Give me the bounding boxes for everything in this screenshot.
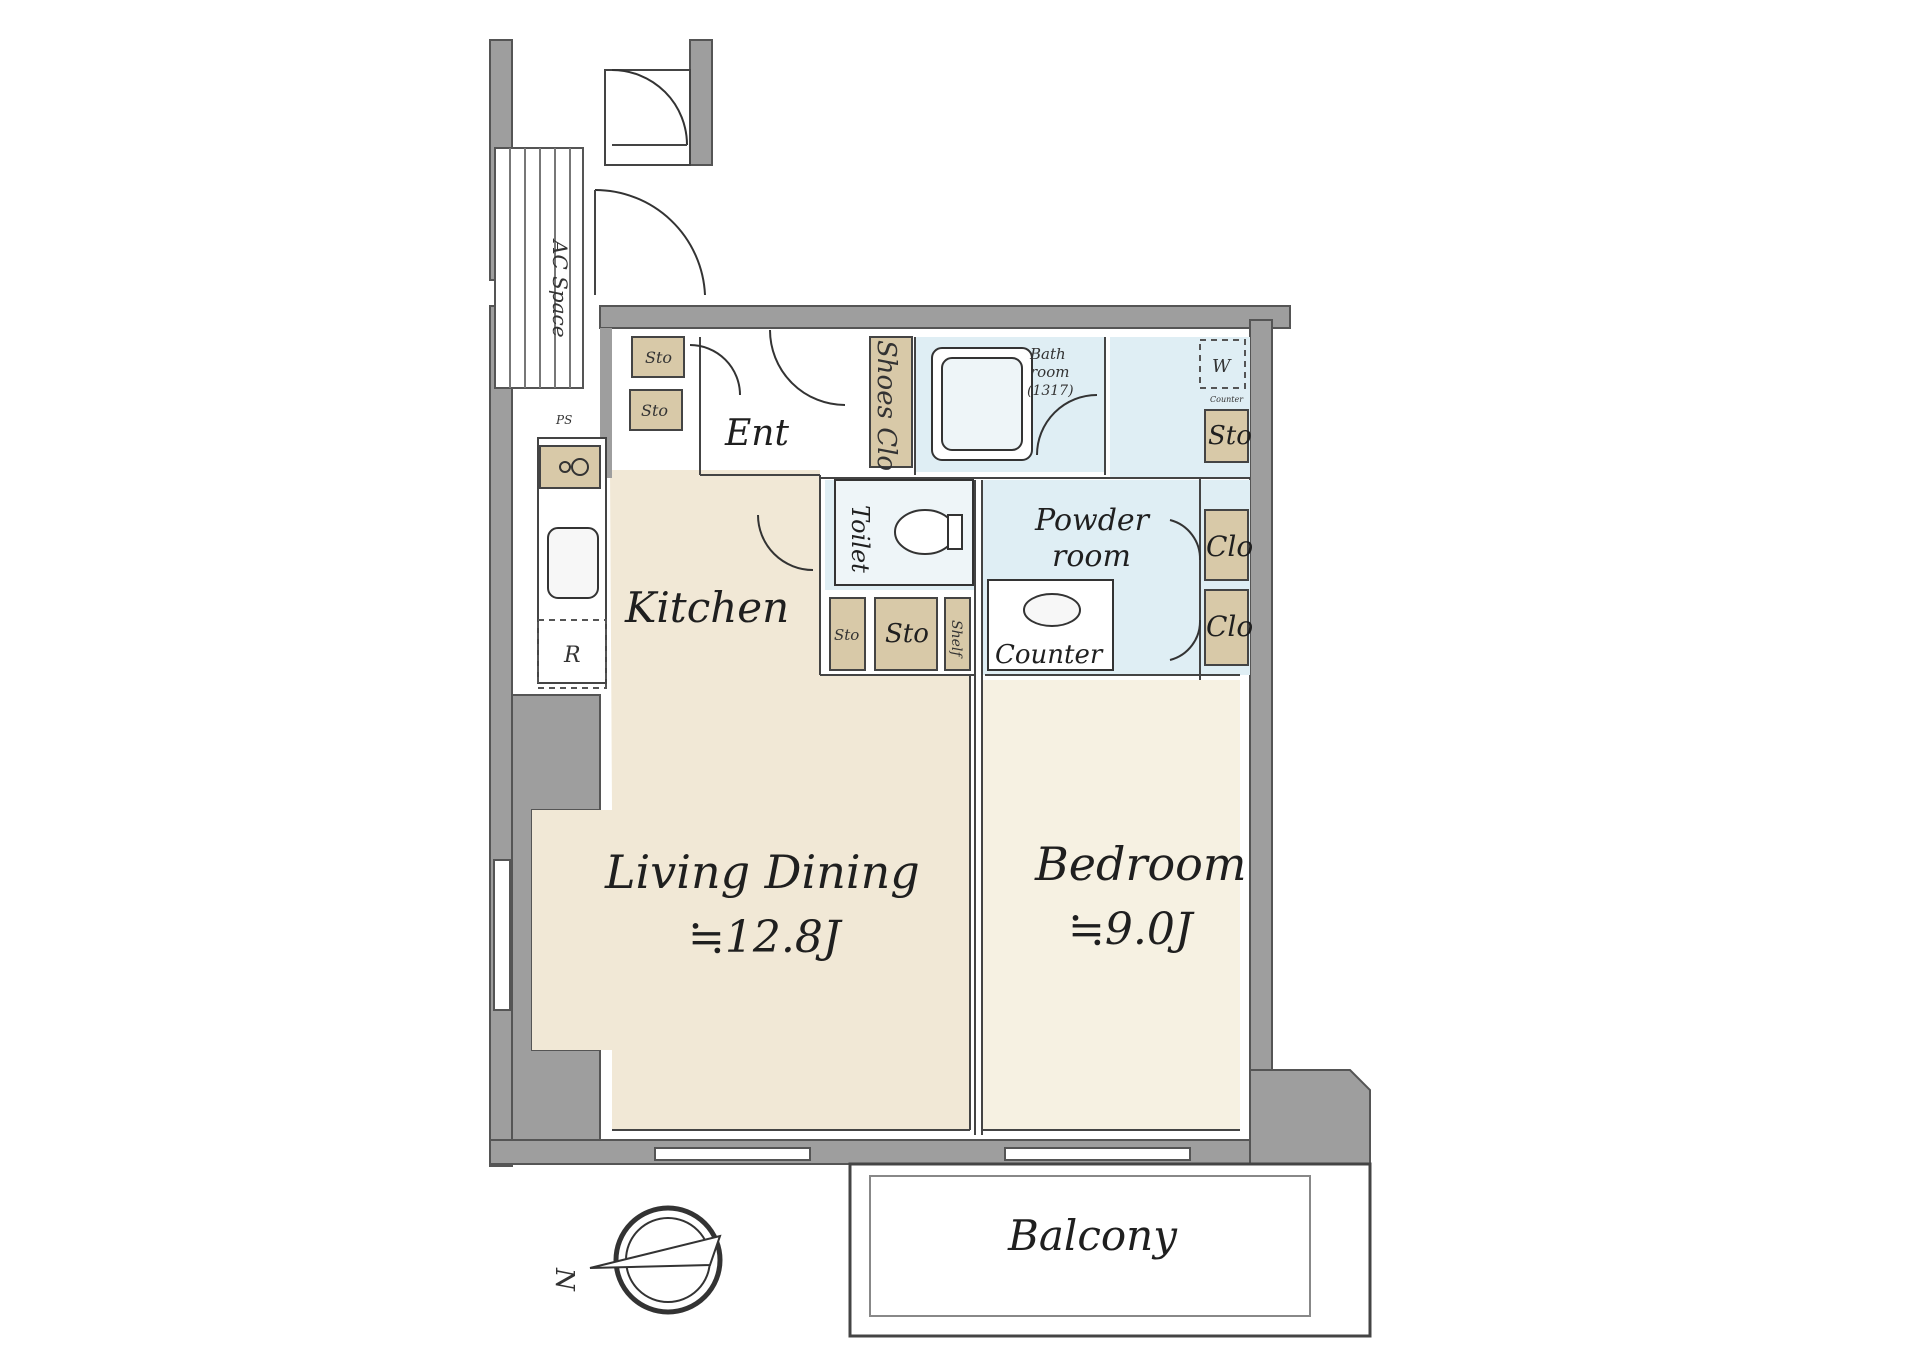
counter-label: Counter [995,640,1104,670]
interior-doors [689,329,1202,661]
compass-north-label: N [549,1267,579,1292]
compass-icon: N [549,1205,723,1315]
sto-big-label: Sto [885,619,929,649]
washbasin-icon: Counter [987,579,1114,671]
balcony-area: Balcony [848,1162,1372,1338]
powder-room-label-line1: Powder [1034,503,1151,538]
sink-icon [547,527,599,599]
outer-doors [594,69,706,296]
entrance-label: Ent [724,413,789,454]
sto-right-label: Sto [1208,421,1252,451]
refrigerator-label: R [563,643,581,668]
ac-space-label: AC Space [548,238,572,338]
storage-units: Sto Sto Shoes Clo Sto Sto Shelf Sto Clo … [629,336,1253,671]
sto-small-label: Sto [834,626,859,644]
living-dining-label: Living Dining [604,845,920,899]
bath-label-line1: Bath [1029,345,1066,363]
bath-label-line2: room [1030,363,1069,381]
toilet-label: Toilet [846,505,874,573]
clo-1-label: Clo [1206,530,1253,563]
balcony-label: Balcony [1007,1211,1178,1260]
kitchen-label: Kitchen [624,583,789,632]
living-dining-area: ≒12.8J [688,912,843,963]
powder-room-label-line2: room [1052,539,1131,574]
bedroom-area: ≒9.0J [1068,904,1195,955]
ac-space-area: AC Space [494,147,584,389]
sto-kitchen-upper-label: Sto [641,401,668,420]
counter-tiny-label: Counter [1210,395,1244,404]
interior-walls [600,328,1250,1135]
sto-top-label: Sto [645,348,672,367]
ps-label: PS [555,413,572,427]
washer-space: W Counter [1199,339,1246,404]
bathtub-icon: Bath room (1317) [931,345,1074,461]
bath-label-line3: (1317) [1027,383,1074,399]
bedroom-label: Bedroom [1034,837,1246,891]
clo-2-label: Clo [1206,610,1253,643]
windows [493,859,1191,1161]
shelf-label: Shelf [948,620,964,659]
kitchen-counter: R [537,437,607,689]
washer-label: W [1212,356,1232,377]
shoes-clo-label: Shoes Clo [871,340,901,471]
stove-icon [539,445,601,489]
toilet-icon: Toilet [834,479,974,586]
